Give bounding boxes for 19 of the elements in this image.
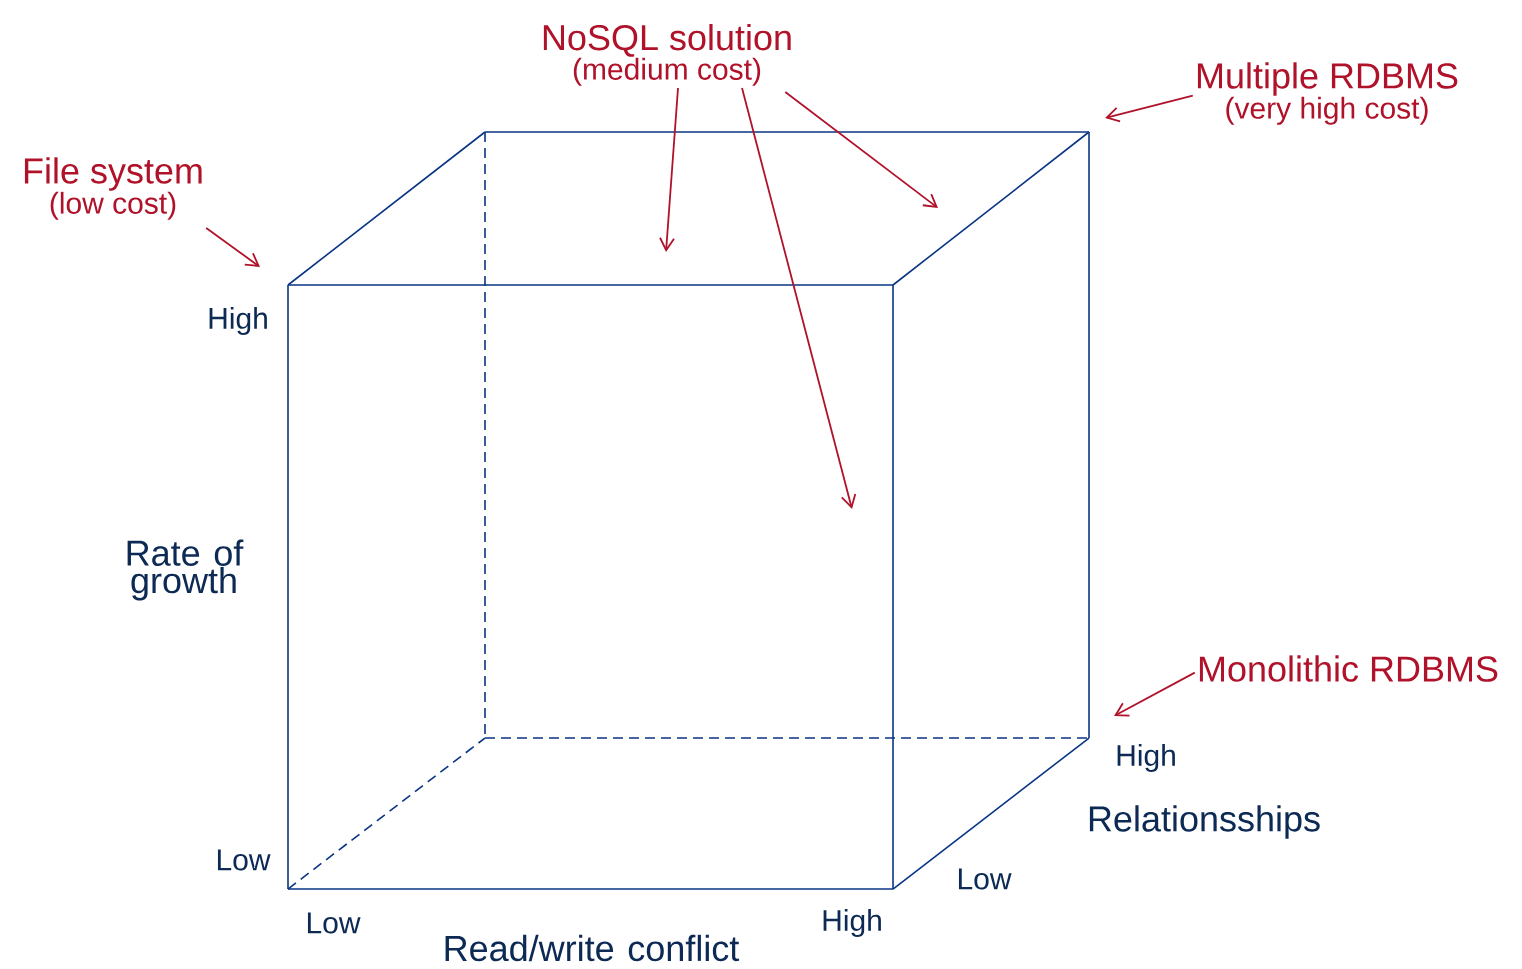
axis-tick-label: Low	[958, 868, 1012, 890]
arrow	[1114, 671, 1196, 717]
axis-tick-label: Low	[307, 912, 361, 934]
arrow	[659, 87, 679, 252]
arrow	[741, 87, 857, 509]
arrow	[205, 227, 260, 267]
axis-tick-label: High	[823, 909, 881, 937]
axis-title: Read/write conflict	[445, 934, 740, 962]
callout-text: Multiple RDBMS (very high cost)	[1197, 62, 1458, 125]
callout-text: NoSQL solution (medium cost)	[543, 23, 791, 86]
arrow	[1105, 94, 1194, 123]
axis-title: Relationsships	[1089, 805, 1320, 839]
arrow	[784, 91, 938, 208]
axis-tick-label: Low	[217, 849, 271, 871]
axis-title: Rate of growth	[127, 539, 244, 601]
axis-tick-label: High	[209, 307, 267, 335]
callout-text: Monolithic RDBMS	[1199, 655, 1498, 682]
callout-text: File system (low cost)	[24, 157, 202, 220]
axis-tick-label: High	[1117, 744, 1175, 772]
